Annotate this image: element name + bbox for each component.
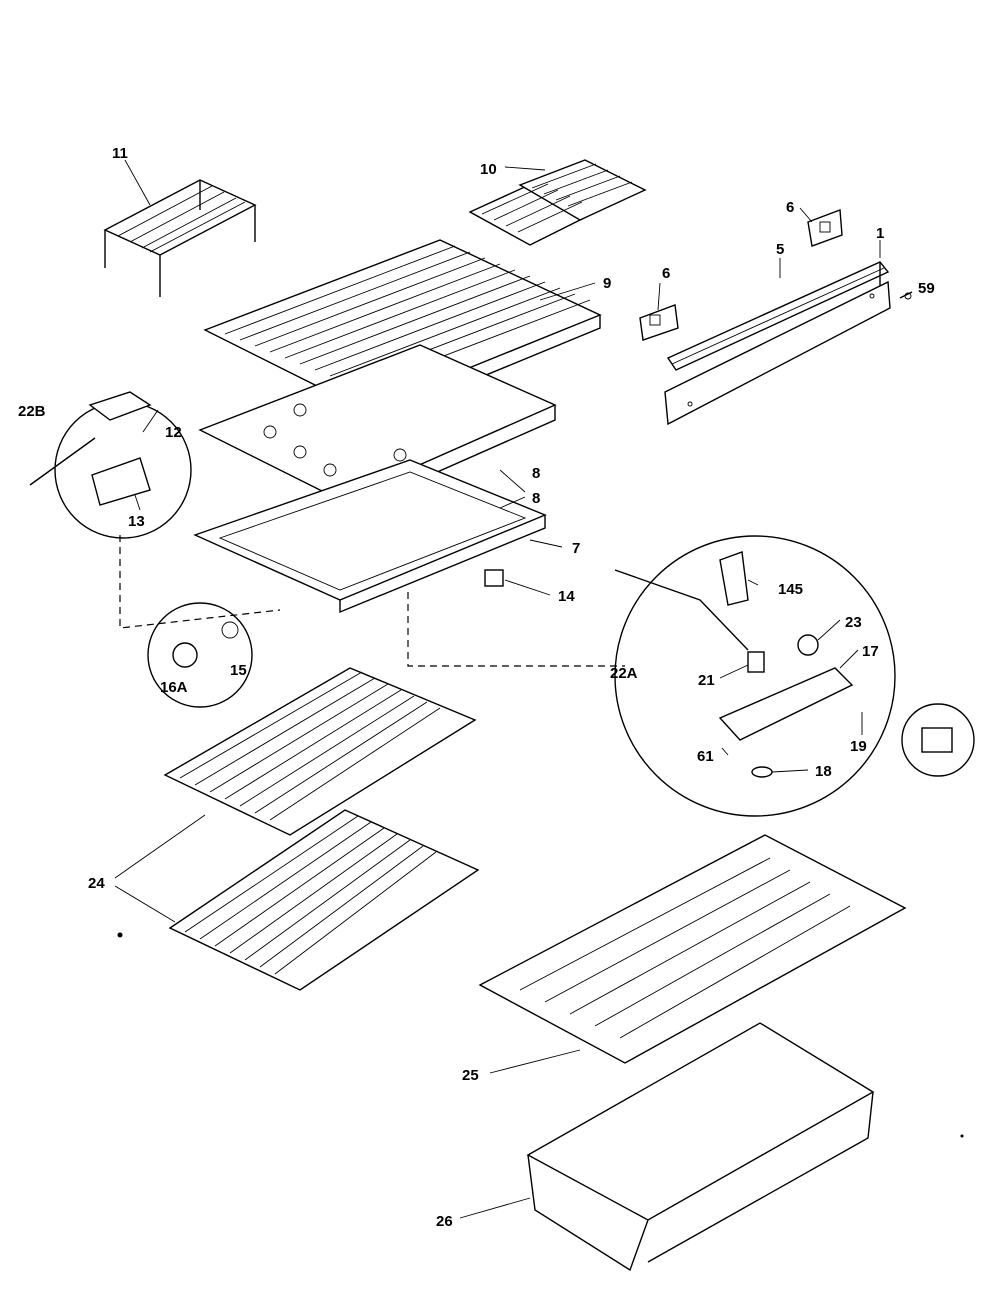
part-1-strip: [664, 280, 891, 426]
label-15: 15: [230, 662, 247, 679]
label-18: 18: [815, 763, 832, 780]
label-22b: 22B: [18, 403, 46, 420]
label-13: 13: [128, 513, 145, 530]
label-19: 19: [850, 738, 867, 755]
label-25: 25: [462, 1067, 479, 1084]
detail-circle-left: [29, 391, 192, 539]
label-23: 23: [845, 614, 862, 631]
part-14-clip: [484, 569, 504, 587]
label-10: 10: [480, 161, 497, 178]
label-22a: 22A: [610, 665, 638, 682]
label-16a: 16A: [160, 679, 188, 696]
label-12: 12: [165, 424, 182, 441]
label-5: 5: [776, 241, 784, 258]
label-9: 9: [603, 275, 611, 292]
label-8-upper: 8: [532, 465, 540, 482]
label-1: 1: [876, 225, 884, 242]
label-24: 24: [88, 875, 105, 892]
label-11: 11: [112, 145, 128, 162]
label-26: 26: [436, 1213, 453, 1230]
label-145: 145: [778, 581, 803, 598]
part-24-wire-shelf-lower: [168, 809, 480, 991]
part-59-screw: [899, 291, 913, 300]
part-7-frame: [193, 459, 547, 614]
part-6-bracket-lower: [639, 304, 679, 341]
scan-dot-right: [960, 1134, 964, 1138]
detail-circle-small: [147, 602, 253, 708]
label-17: 17: [862, 643, 879, 660]
part-24-wire-shelf-upper: [163, 667, 477, 836]
part-6-bracket-upper: [807, 209, 843, 247]
detail-circle-right: [614, 535, 896, 817]
detail-circle-19: [901, 703, 975, 777]
label-6-lower: 6: [662, 265, 670, 282]
part-25-crisper-cover: [478, 834, 907, 1064]
part-11-wire-rack: [103, 179, 257, 297]
connector-left: [119, 535, 281, 629]
connector-center: [407, 592, 625, 667]
part-26-crisper-drawer: [526, 1022, 875, 1272]
part-10-ice-trays: [468, 159, 647, 246]
label-6-upper: 6: [786, 199, 794, 216]
label-14: 14: [558, 588, 575, 605]
scan-dot-left: [117, 932, 123, 938]
label-7: 7: [572, 540, 580, 557]
label-21: 21: [698, 672, 715, 689]
part-5-rail: [666, 261, 890, 371]
label-61: 61: [697, 748, 714, 765]
leader-lines: [114, 159, 881, 1219]
label-59: 59: [918, 280, 935, 297]
label-8-lower: 8: [532, 490, 540, 507]
